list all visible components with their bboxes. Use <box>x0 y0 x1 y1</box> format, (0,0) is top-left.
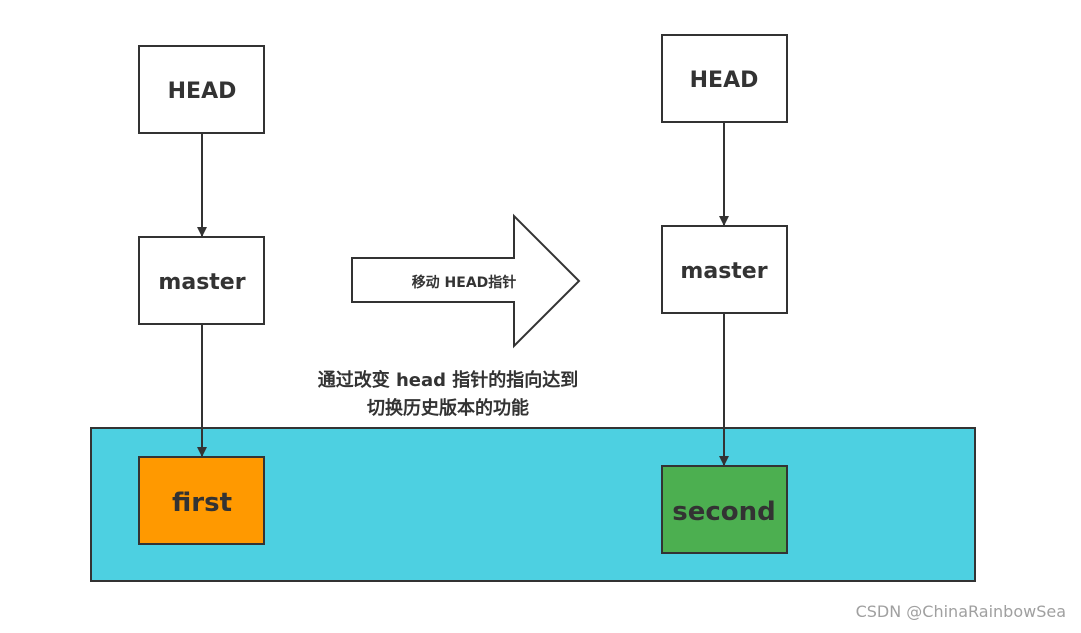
transition-arrow <box>351 213 581 349</box>
transition-arrow-label: 移动 HEAD指针 <box>412 274 517 291</box>
right-commit-label: second <box>672 497 776 527</box>
right-head-box <box>661 34 788 123</box>
watermark: CSDN @ChinaRainbowSea <box>856 602 1066 621</box>
caption-line-2: 切换历史版本的功能 <box>367 397 529 419</box>
left-commit-box <box>138 456 265 545</box>
right-master-label: master <box>680 259 767 284</box>
right-commit-box <box>661 465 788 554</box>
left-commit-label: first <box>172 488 232 518</box>
left-head-label: HEAD <box>168 79 237 104</box>
caption-line-1: 通过改变 head 指针的指向达到 <box>318 369 579 391</box>
left-head-box <box>138 45 265 134</box>
left-master-label: master <box>158 270 245 295</box>
right-head-label: HEAD <box>690 68 759 93</box>
